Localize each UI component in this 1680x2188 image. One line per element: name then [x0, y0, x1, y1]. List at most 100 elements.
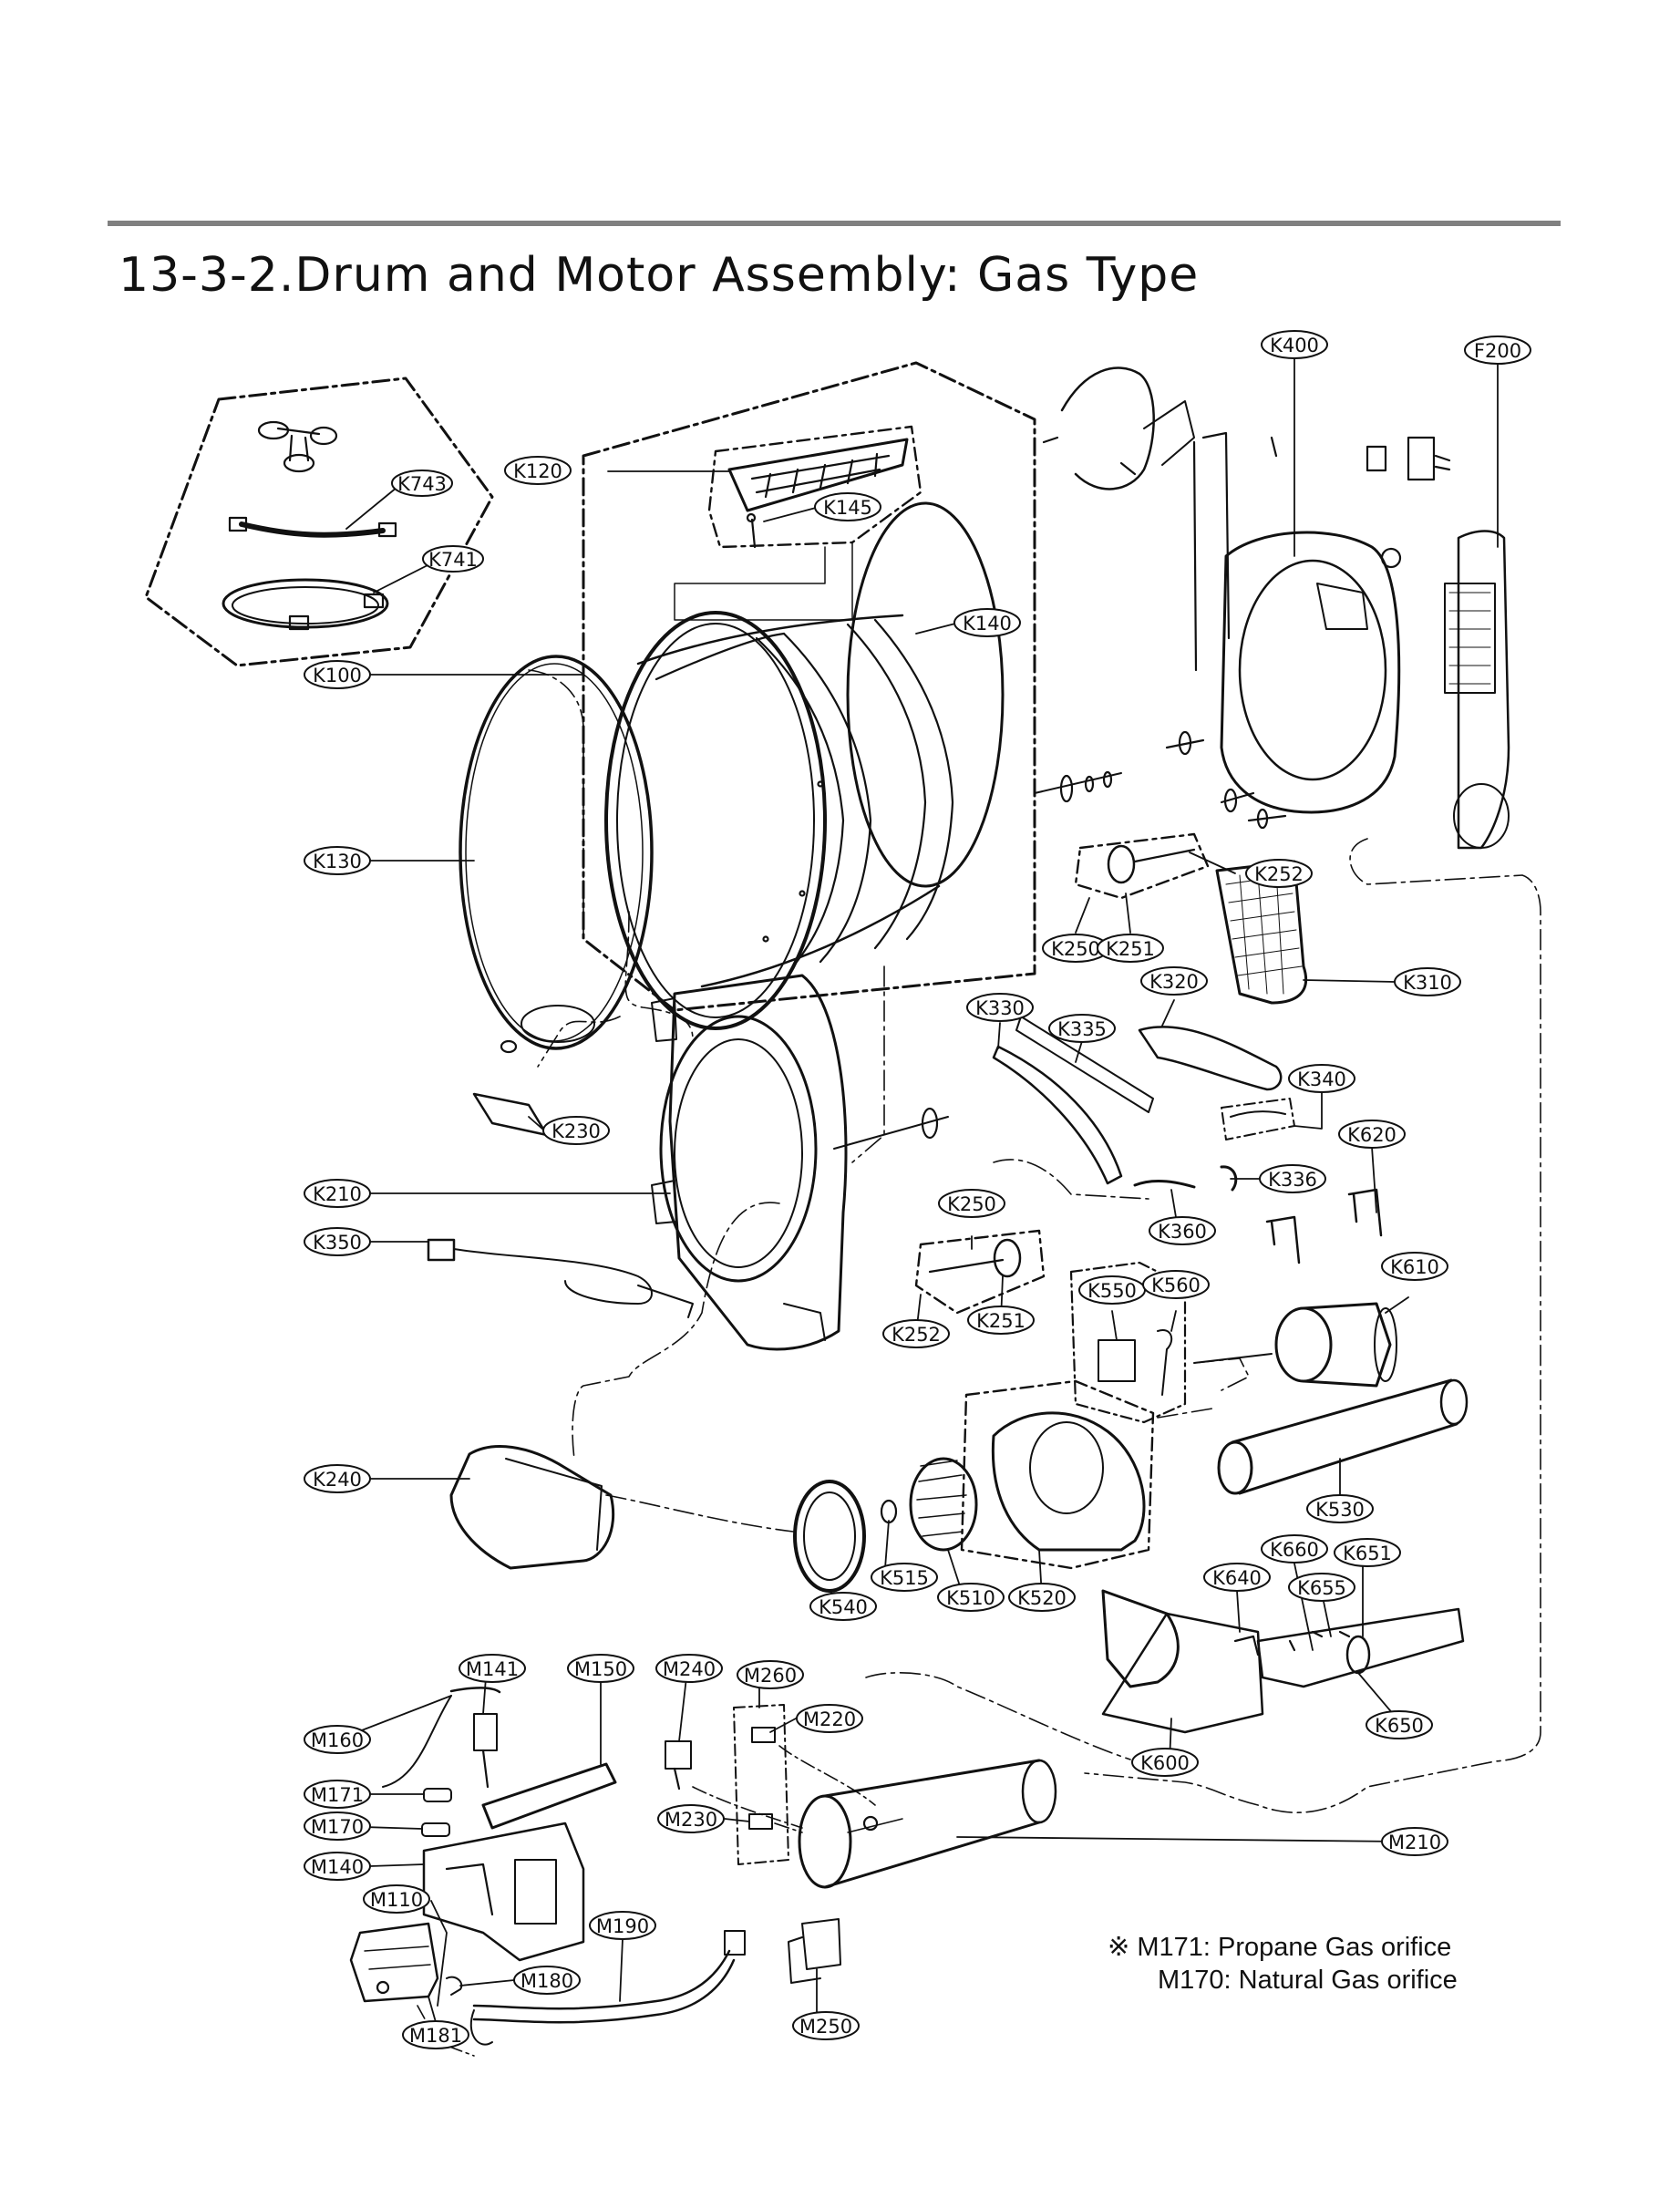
door-hinge-icon — [472, 1005, 595, 1137]
idler-bracket-icon — [1233, 1607, 1465, 1688]
svg-text:K360: K360 — [1158, 1221, 1207, 1243]
part-label-k230: K230 — [542, 1116, 610, 1145]
part-label-k340: K340 — [1288, 1064, 1355, 1093]
svg-text:M170: M170 — [311, 1816, 364, 1838]
svg-text:K340: K340 — [1297, 1068, 1346, 1090]
wire-harness-icon — [1060, 366, 1155, 490]
motor-mount-icon — [1101, 1589, 1264, 1734]
svg-text:M141: M141 — [466, 1658, 519, 1680]
svg-text:K550: K550 — [1087, 1280, 1137, 1302]
part-label-m160: M160 — [304, 1725, 371, 1754]
part-label-k540: K540 — [809, 1592, 877, 1621]
svg-text:M210: M210 — [1388, 1832, 1441, 1853]
fuse-icon — [1157, 1329, 1173, 1396]
part-label-m141: M141 — [459, 1654, 526, 1683]
part-label-k741: K741 — [422, 545, 484, 573]
svg-text:K600: K600 — [1140, 1752, 1190, 1774]
part-label-k240: K240 — [304, 1464, 371, 1493]
part-label-m210: M210 — [1381, 1827, 1448, 1856]
svg-text:K336: K336 — [1268, 1169, 1317, 1191]
blower-enclosure — [960, 1379, 1155, 1570]
note-line-propane: ※ M171: Propane Gas orifice — [1108, 1933, 1452, 1962]
felt-strip-icon — [992, 1045, 1123, 1185]
part-label-m170: M170 — [304, 1811, 371, 1841]
part-label-k743: K743 — [391, 470, 453, 497]
flame-switch-icon — [748, 1727, 776, 1830]
blower-housing-icon — [991, 1411, 1146, 1552]
svg-text:M230: M230 — [665, 1809, 717, 1831]
svg-text:K230: K230 — [551, 1120, 601, 1142]
svg-text:M150: M150 — [574, 1658, 627, 1680]
assembly-path-5 — [993, 1159, 1149, 1200]
part-label-m140: M140 — [304, 1852, 371, 1881]
short-hose-icon — [228, 516, 397, 538]
part-label-k330: K330 — [966, 993, 1034, 1022]
svg-text:K310: K310 — [1403, 972, 1452, 994]
part-label-k400: K400 — [1261, 330, 1328, 359]
gas-pipe-icon — [469, 1930, 746, 2046]
svg-text:M220: M220 — [803, 1708, 856, 1730]
part-label-m260: M260 — [737, 1660, 804, 1689]
part-label-k600: K600 — [1131, 1748, 1199, 1777]
svg-text:M171: M171 — [311, 1784, 364, 1806]
svg-text:F200: F200 — [1474, 340, 1521, 362]
bearing-icon — [1380, 547, 1402, 569]
part-label-k320: K320 — [1140, 966, 1208, 996]
svg-text:K520: K520 — [1017, 1587, 1067, 1609]
svg-text:K515: K515 — [880, 1567, 929, 1589]
svg-text:M250: M250 — [799, 2016, 852, 2038]
roller-icon — [1107, 844, 1136, 884]
assembly-path-8 — [1157, 1357, 1250, 1419]
part-label-k145: K145 — [814, 492, 881, 521]
svg-text:M181: M181 — [409, 2025, 462, 2047]
guide-rail-icon — [1015, 1016, 1154, 1113]
rear-bulkhead-icon — [1192, 431, 1401, 814]
svg-text:K140: K140 — [963, 613, 1012, 635]
svg-text:K530: K530 — [1315, 1499, 1365, 1521]
assembly-path-9 — [1084, 838, 1541, 1813]
svg-text:K660: K660 — [1270, 1539, 1319, 1561]
assembly-path-12 — [774, 1745, 876, 1833]
part-label-k251-a: K251 — [1097, 934, 1164, 963]
svg-text:K250: K250 — [1051, 938, 1100, 960]
part-label-k140: K140 — [953, 608, 1021, 637]
roller-shafts-icon — [1034, 730, 1287, 830]
svg-text:K252: K252 — [1254, 863, 1304, 885]
svg-text:K145: K145 — [823, 497, 872, 519]
svg-text:K741: K741 — [428, 549, 478, 571]
drum-rear-ring-icon — [459, 655, 654, 1050]
thermistor-icon — [1098, 1339, 1136, 1382]
part-label-k530: K530 — [1306, 1494, 1374, 1523]
roller-enclosure — [1074, 832, 1210, 900]
drum-group-enclosure — [582, 361, 1036, 1012]
svg-text:K240: K240 — [313, 1469, 362, 1491]
front-seal-enclosure — [1221, 1098, 1295, 1140]
assembly-path-1 — [528, 669, 584, 940]
assembly-path-3 — [537, 1016, 621, 1068]
lint-duct-housing-icon — [449, 1445, 615, 1570]
part-label-k120: K120 — [504, 456, 572, 485]
part-label-k510: K510 — [937, 1583, 1005, 1612]
part-label-k130: K130 — [304, 846, 371, 875]
assembly-path-11 — [692, 1786, 803, 1829]
part-label-m220: M220 — [796, 1704, 863, 1733]
assembly-path-10 — [865, 1672, 1131, 1760]
part-label-m250: M250 — [792, 2011, 860, 2040]
front-bulkhead-icon — [651, 974, 949, 1351]
long-hose-coil-icon — [222, 578, 389, 631]
part-label-f200: F200 — [1464, 335, 1531, 365]
gas-valve-icon — [349, 1922, 439, 2003]
front-roller-enclosure — [914, 1229, 1046, 1315]
blower-wheel-icon — [880, 1457, 978, 1552]
svg-text:M160: M160 — [311, 1729, 364, 1751]
part-label-k655: K655 — [1288, 1573, 1355, 1602]
clamp-icon — [446, 1976, 463, 1996]
part-label-k610: K610 — [1381, 1252, 1448, 1281]
svg-text:K651: K651 — [1343, 1543, 1392, 1564]
part-label-k251-b: K251 — [967, 1306, 1035, 1335]
leader-lines — [334, 356, 1499, 2023]
drum-lifter-icon — [727, 438, 909, 512]
lifter-enclosure — [707, 425, 922, 549]
sensor-harness-icon — [427, 1238, 694, 1318]
